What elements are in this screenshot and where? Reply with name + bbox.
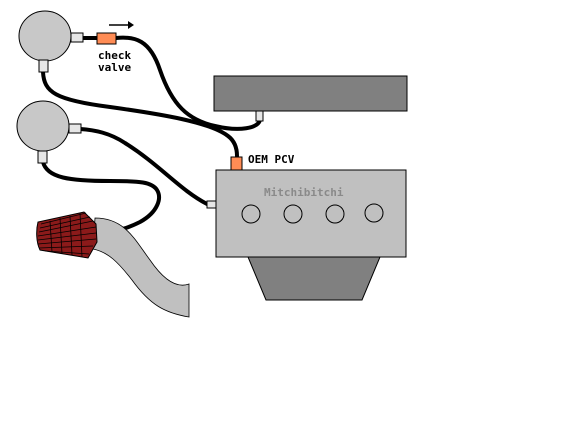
check-valve [96, 32, 117, 45]
check-valve-label-line2: valve [98, 61, 131, 74]
flow-arrow-icon [109, 21, 134, 29]
catch-can-top-bottom-fitting [38, 59, 49, 73]
catch-can-top-side-fitting [70, 32, 84, 43]
engine-side-fitting [206, 200, 217, 209]
cylinder-3 [325, 204, 345, 224]
cylinder-4 [364, 203, 384, 223]
hoses [41, 35, 262, 232]
check-valve-label-line1: check [98, 49, 131, 62]
intake-manifold [213, 75, 408, 122]
oil-pan [247, 256, 381, 301]
intake-tube [92, 217, 190, 318]
catch-can-bottom [16, 100, 82, 164]
pcv-label: OEM PCV [248, 153, 295, 166]
pcv-valve [230, 156, 243, 171]
air-filter [36, 211, 98, 259]
catch-can-bottom-bottom-fitting [37, 150, 48, 164]
engine-block [206, 169, 407, 258]
hose-check-valve-to-manifold [114, 35, 262, 131]
hose-canister1-to-pcv [41, 70, 239, 158]
hose-canister2-to-air-filter [41, 160, 161, 232]
catch-can-bottom-side-fitting [68, 123, 82, 134]
cylinder-2 [283, 204, 303, 224]
cylinder-1 [241, 204, 261, 224]
engine-name-label: Mitchibitchi [264, 186, 344, 199]
hose-canister2-to-engine [78, 127, 209, 206]
catch-can-top [18, 10, 84, 73]
intake-manifold-fitting [255, 110, 264, 122]
